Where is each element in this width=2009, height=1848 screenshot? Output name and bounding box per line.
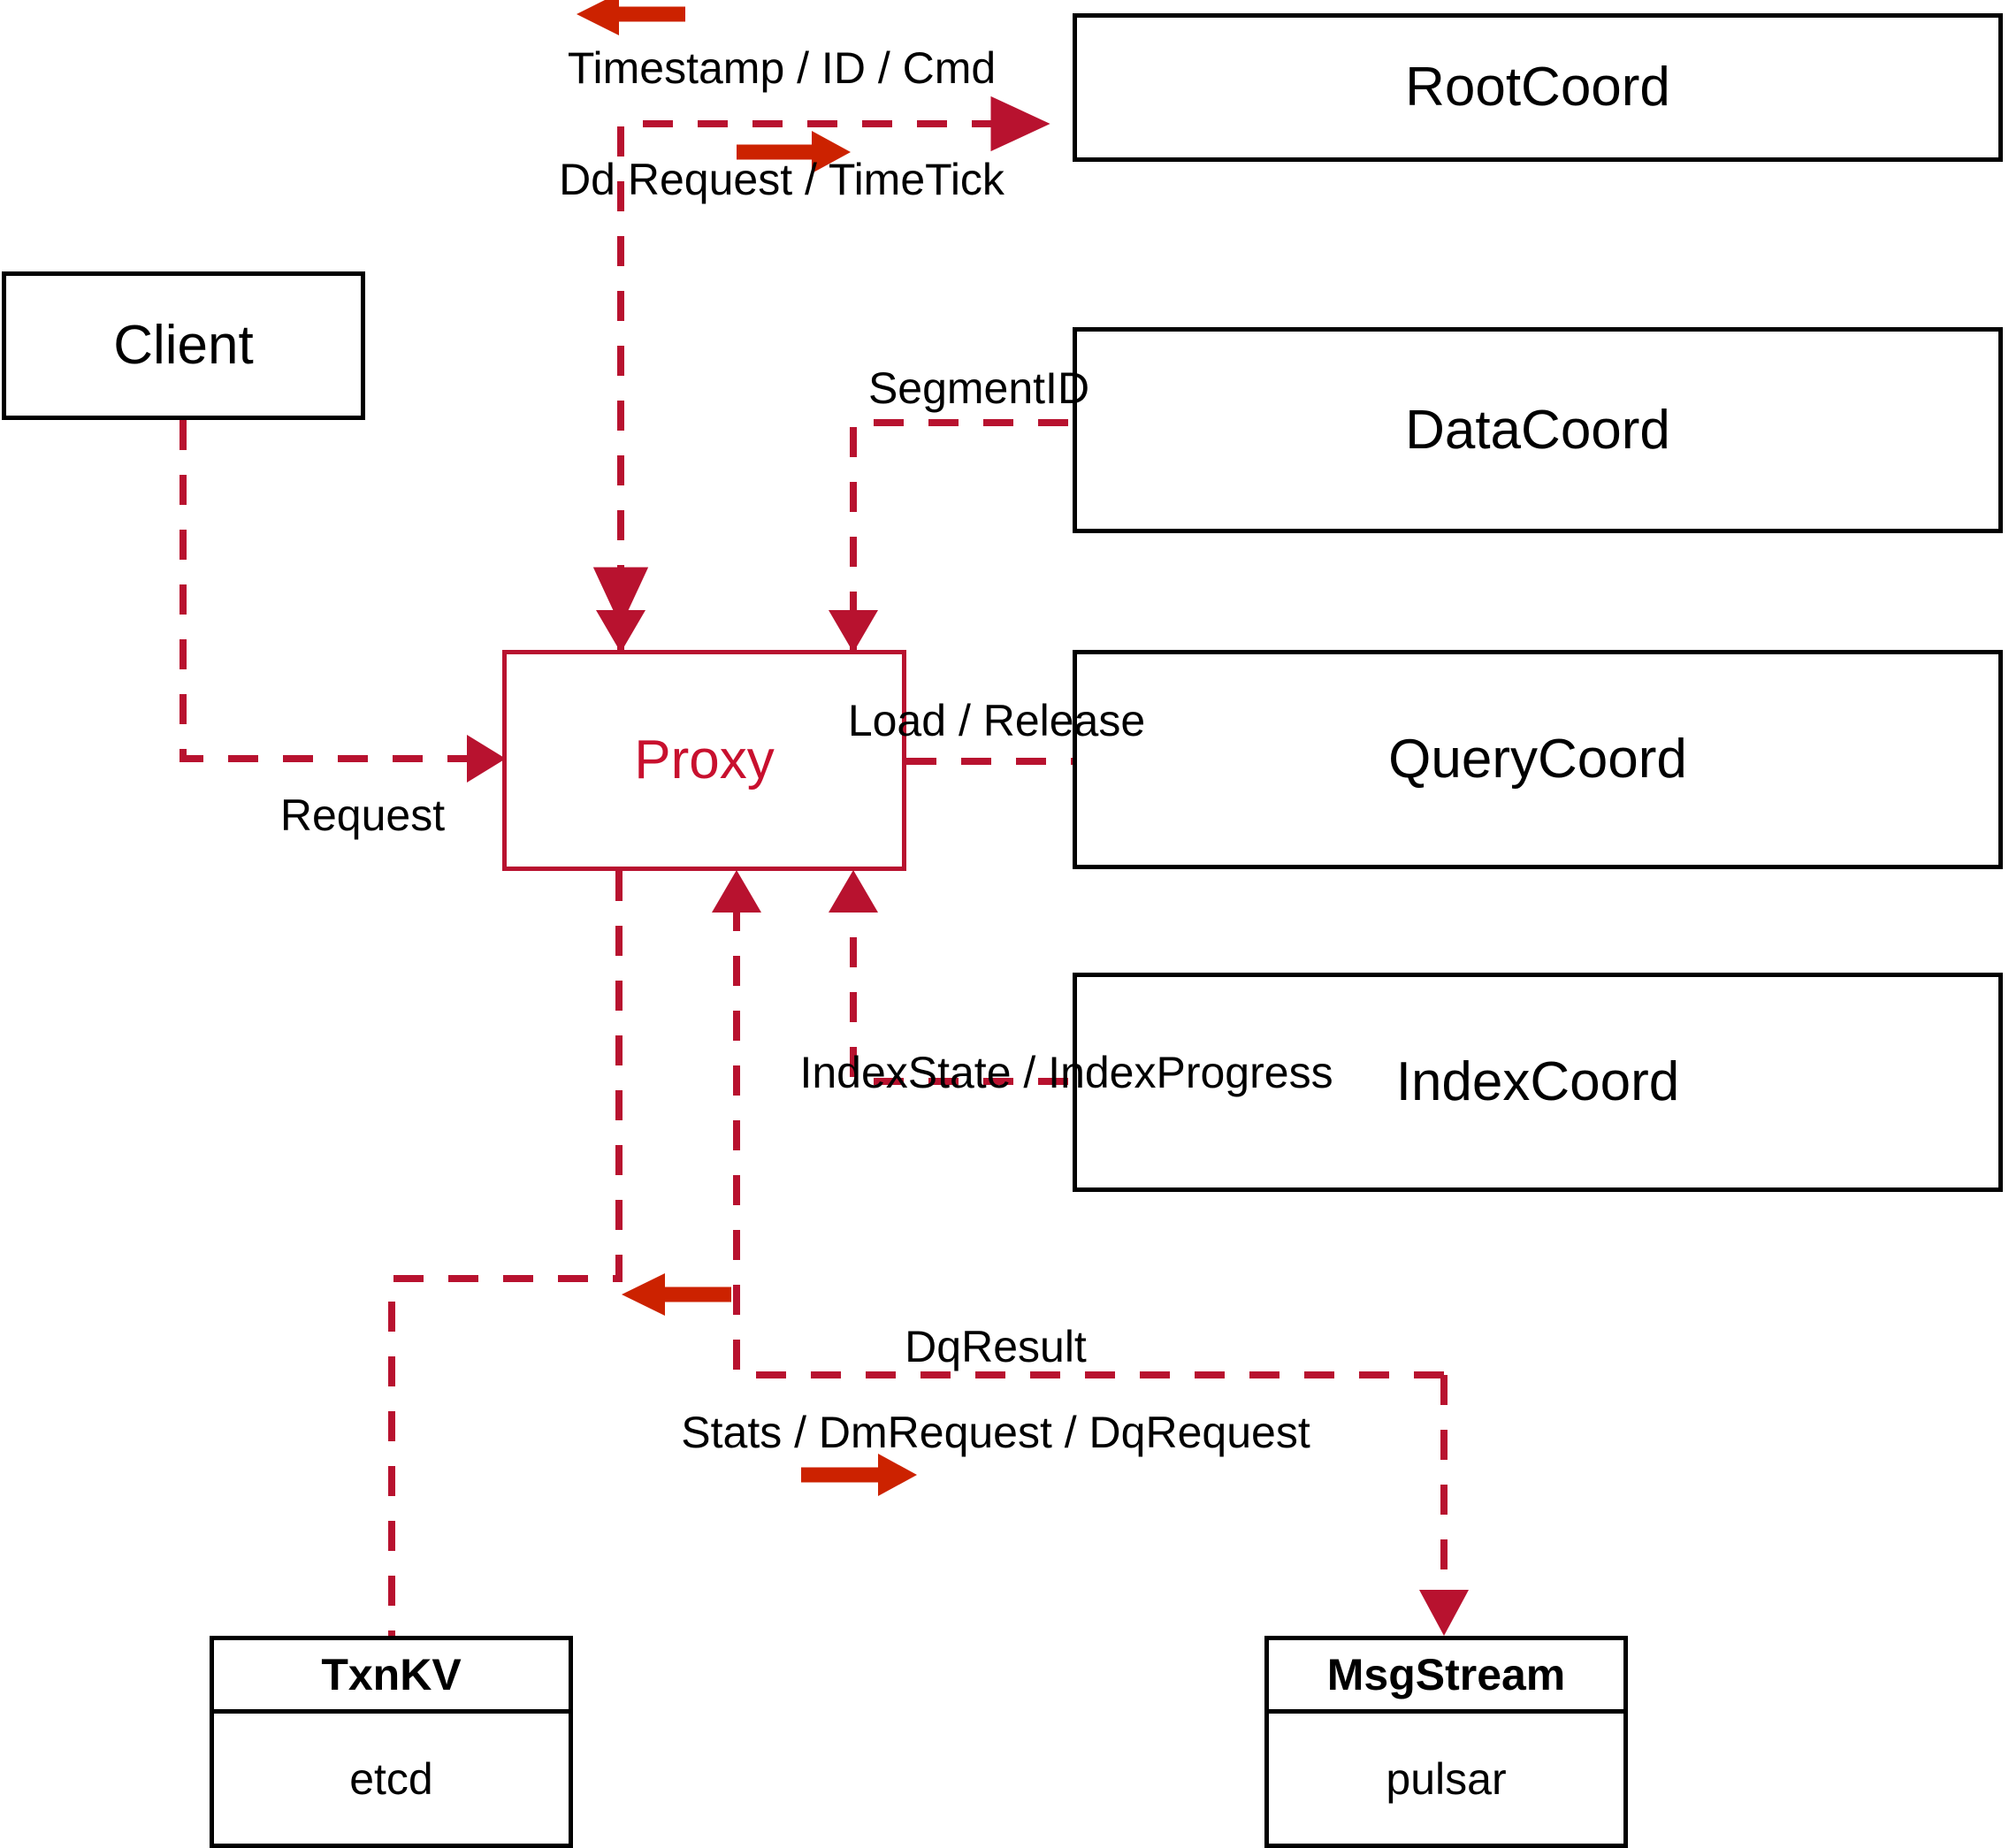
node-txnkv-header-label: TxnKV: [321, 1650, 462, 1699]
node-msgstream-header: MsgStream: [1269, 1640, 1623, 1714]
edge-label-stats-dm-dq-request: Stats / DmRequest / DqRequest: [681, 1408, 1310, 1457]
edge-datacoord-proxy: [850, 419, 1068, 650]
node-querycoord-label: QueryCoord: [1388, 729, 1687, 790]
edge-label-index-state-progress: IndexState / IndexProgress: [799, 1048, 1333, 1097]
node-datacoord-label: DataCoord: [1405, 399, 1670, 461]
node-querycoord[interactable]: QueryCoord: [1073, 650, 2003, 869]
node-txnkv-body-label: etcd: [349, 1753, 433, 1804]
edge-proxy-txnkv: [388, 871, 623, 1636]
edge-label-request: Request: [279, 790, 446, 840]
node-msgstream-header-label: MsgStream: [1326, 1650, 1566, 1699]
arrowhead-into-proxy-top-right: [829, 610, 878, 653]
edge-msgstream-proxy-dqresult: [733, 911, 1444, 1378]
node-txnkv-body: etcd: [214, 1714, 569, 1844]
edge-indexcoord-proxy: [850, 911, 1068, 1085]
node-datacoord[interactable]: DataCoord: [1073, 327, 2003, 533]
node-client-label: Client: [113, 315, 254, 376]
node-rootcoord[interactable]: RootCoord: [1073, 13, 2003, 162]
arrowhead-into-proxy-left: [467, 735, 506, 783]
arrowhead-into-msgstream: [1419, 1590, 1469, 1636]
node-msgstream[interactable]: MsgStream pulsar: [1264, 1636, 1628, 1848]
direction-arrow-dqrequest-right: [801, 1454, 917, 1496]
arrowhead-into-proxy-bottom-middle: [712, 870, 761, 913]
edge-label-timestamp-id-cmd: Timestamp / ID / Cmd: [567, 43, 997, 93]
direction-arrow-timestamp-left: [577, 0, 685, 35]
direction-arrow-ddrequest-right: [737, 131, 851, 173]
node-rootcoord-label: RootCoord: [1405, 57, 1670, 118]
node-client[interactable]: Client: [2, 271, 365, 420]
direction-arrow-dqresult-left: [622, 1273, 731, 1316]
arrowhead-into-proxy-top-left: [596, 610, 645, 653]
edge-label-dq-result: DqResult: [905, 1322, 1087, 1371]
node-txnkv-header: TxnKV: [214, 1640, 569, 1714]
node-indexcoord[interactable]: IndexCoord: [1073, 973, 2003, 1192]
arrowhead-into-proxy-bottom-right: [829, 870, 878, 913]
edge-label-segment-id: SegmentID: [867, 363, 1090, 413]
edge-client-proxy: [180, 420, 469, 762]
edge-label-load-release: Load / Release: [847, 696, 1146, 745]
node-msgstream-body-label: pulsar: [1386, 1753, 1507, 1804]
node-proxy-label: Proxy: [634, 729, 775, 790]
node-indexcoord-label: IndexCoord: [1395, 1051, 1680, 1112]
edge-label-dd-request-timetick: Dd Request / TimeTick: [559, 155, 1004, 204]
node-msgstream-body: pulsar: [1269, 1714, 1623, 1844]
node-proxy[interactable]: Proxy: [502, 650, 906, 871]
node-txnkv[interactable]: TxnKV etcd: [210, 1636, 573, 1848]
